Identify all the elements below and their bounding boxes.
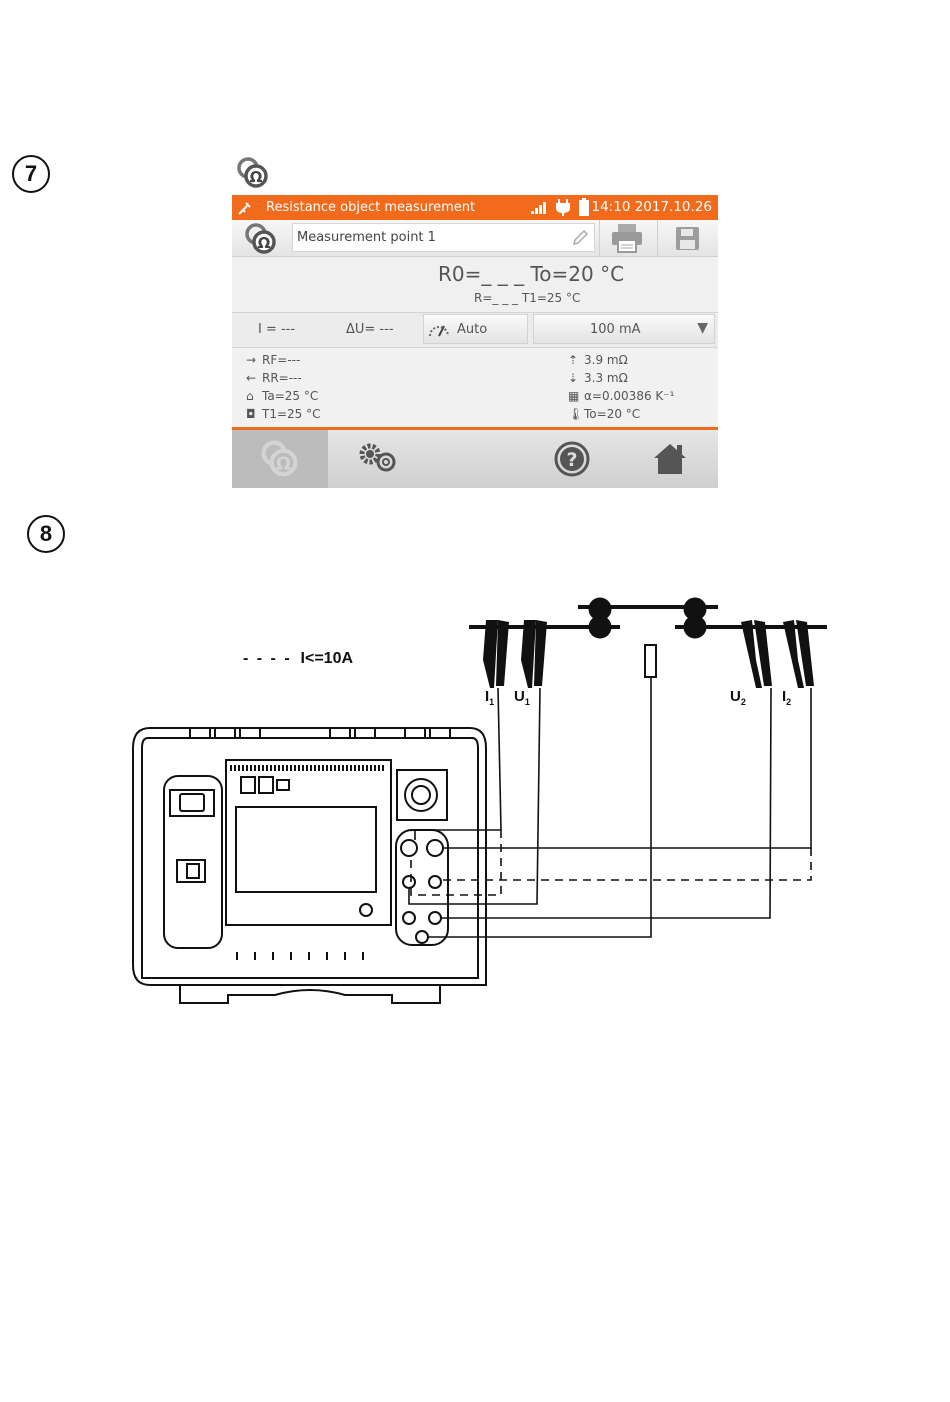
meter-outline <box>133 728 486 1003</box>
wires <box>409 677 811 937</box>
top-handles <box>190 728 450 738</box>
busbar <box>469 598 827 638</box>
current-wires-dashed <box>411 830 811 895</box>
temperature-probe <box>645 645 656 677</box>
